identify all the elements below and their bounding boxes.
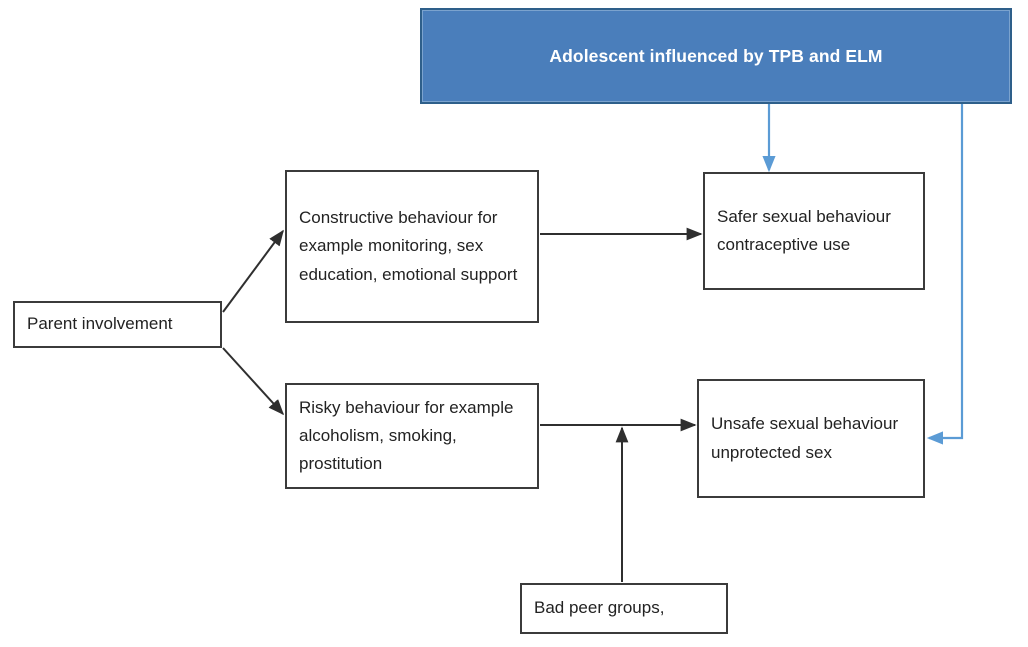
node-safer-sexual-behaviour[interactable]: Safer sexual behaviour contraceptive use [703,172,925,290]
edge-parent-to-risky [222,347,285,416]
node-risky-behaviour-label: Risky behaviour for example alcoholism, … [299,397,514,474]
node-bad-peer-groups[interactable]: Bad peer groups, [520,583,728,634]
node-safer-sexual-behaviour-label: Safer sexual behaviour contraceptive use [717,206,891,254]
edge-banner-to-unsafe [926,104,964,445]
node-constructive-behaviour[interactable]: Constructive behaviour for example monit… [285,170,539,323]
node-risky-behaviour[interactable]: Risky behaviour for example alcoholism, … [285,383,539,489]
node-adolescent-banner-label: Adolescent influenced by TPB and ELM [549,45,883,66]
node-unsafe-sexual-behaviour[interactable]: Unsafe sexual behaviour unprotected sex [697,379,925,498]
node-unsafe-sexual-behaviour-label: Unsafe sexual behaviour unprotected sex [711,414,899,462]
node-adolescent-banner[interactable]: Adolescent influenced by TPB and ELM [420,8,1012,104]
node-parent-involvement-label: Parent involvement [27,314,173,334]
edge-parent-to-constructive [222,229,284,313]
node-parent-involvement[interactable]: Parent involvement [13,301,222,348]
node-bad-peer-groups-label: Bad peer groups, [534,598,665,618]
node-constructive-behaviour-label: Constructive behaviour for example monit… [299,208,518,284]
